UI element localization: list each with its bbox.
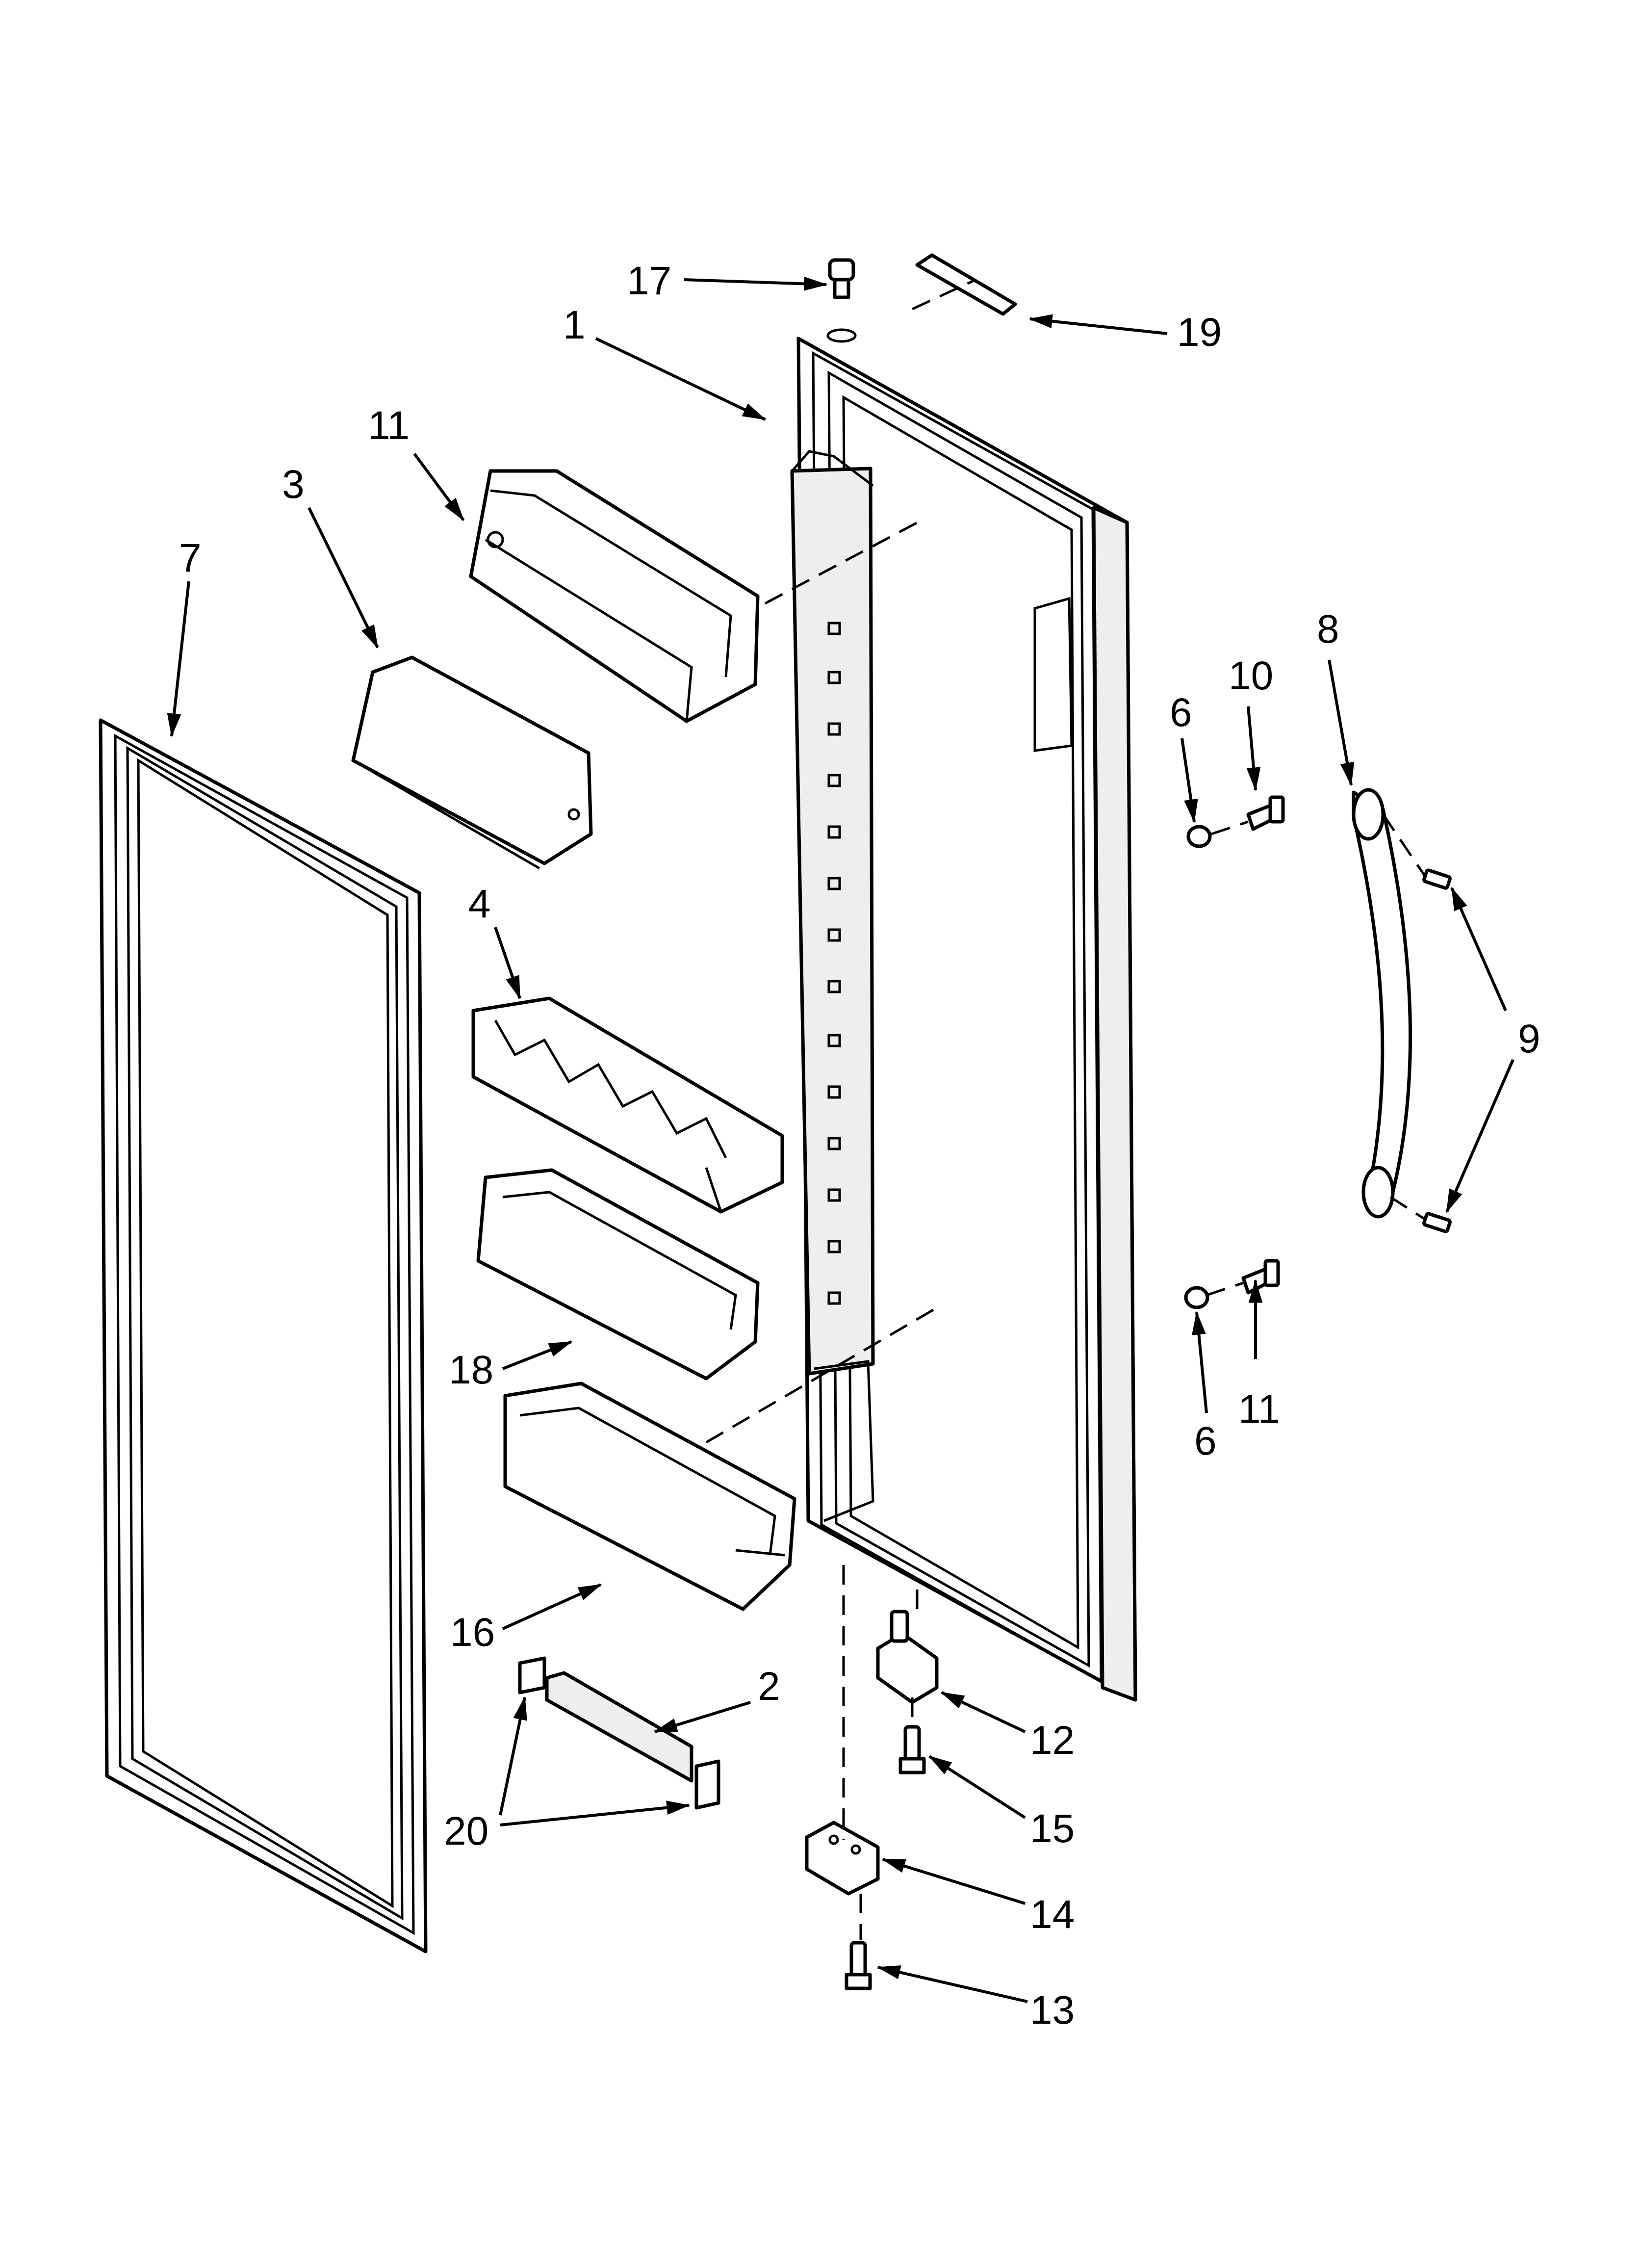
door-liner bbox=[790, 337, 1137, 1702]
callout-19: 19 bbox=[1177, 310, 1222, 355]
hinge-pin-bracket bbox=[876, 1610, 939, 1704]
callout-labels: 17 1 19 11 3 7 4 18 16 2 20 12 15 14 13 … bbox=[179, 259, 1540, 2033]
callout-9: 9 bbox=[1518, 1017, 1540, 1061]
hinge-bushing bbox=[826, 258, 857, 343]
callout-13: 17 bbox=[627, 259, 671, 303]
door-bin-small bbox=[476, 1168, 760, 1381]
bin-trim-and-end-caps bbox=[518, 1656, 720, 1810]
handle-stud-lower bbox=[1241, 1259, 1280, 1295]
hinge-plate bbox=[805, 1821, 880, 1896]
dairy-bin bbox=[351, 655, 593, 870]
callout-2: 2 bbox=[758, 1664, 780, 1709]
callout-20: 20 bbox=[444, 1809, 488, 1853]
shelf-rail-slots bbox=[827, 622, 841, 1305]
callout-11-lower: 11 bbox=[1238, 1387, 1280, 1432]
handle-spacer-lower bbox=[1184, 1286, 1209, 1309]
callout-8: 8 bbox=[1317, 607, 1339, 652]
callout-1: 1 bbox=[563, 303, 586, 347]
callout-11-upper: 10 bbox=[1229, 653, 1273, 698]
door-top-cap bbox=[915, 253, 1017, 316]
callout-18: 18 bbox=[449, 1348, 493, 1392]
callout-6-lower: 6 bbox=[1194, 1419, 1217, 1463]
handle-screw-top bbox=[1422, 868, 1452, 890]
door-gasket bbox=[99, 718, 428, 1954]
door-bin-large bbox=[503, 1382, 796, 1611]
callout-4: 4 bbox=[468, 882, 491, 926]
callout-14: 13 bbox=[1030, 1988, 1075, 2033]
handle-spacer-upper bbox=[1186, 825, 1212, 848]
callout-12: 12 bbox=[1030, 1718, 1075, 1763]
callout-17: 15 bbox=[1030, 1806, 1075, 1851]
callout-3: 3 bbox=[282, 462, 305, 507]
callout-10: 11 bbox=[368, 403, 410, 448]
can-rack bbox=[471, 996, 784, 1214]
dairy-door bbox=[469, 469, 760, 723]
hinge-screw-lower bbox=[845, 1941, 872, 1990]
callout-15: 14 bbox=[1030, 1892, 1075, 1937]
callout-7: 7 bbox=[179, 536, 202, 580]
door-handle bbox=[1352, 788, 1412, 1219]
hinge-screw-upper bbox=[898, 1725, 926, 1774]
callout-6-upper: 6 bbox=[1170, 690, 1192, 735]
callout-16: 16 bbox=[450, 1610, 495, 1655]
leader-lines bbox=[167, 277, 1514, 2003]
handle-stud-upper bbox=[1246, 795, 1285, 831]
assembly-lines bbox=[705, 278, 1426, 1940]
handle-screw-bottom bbox=[1422, 1212, 1452, 1233]
